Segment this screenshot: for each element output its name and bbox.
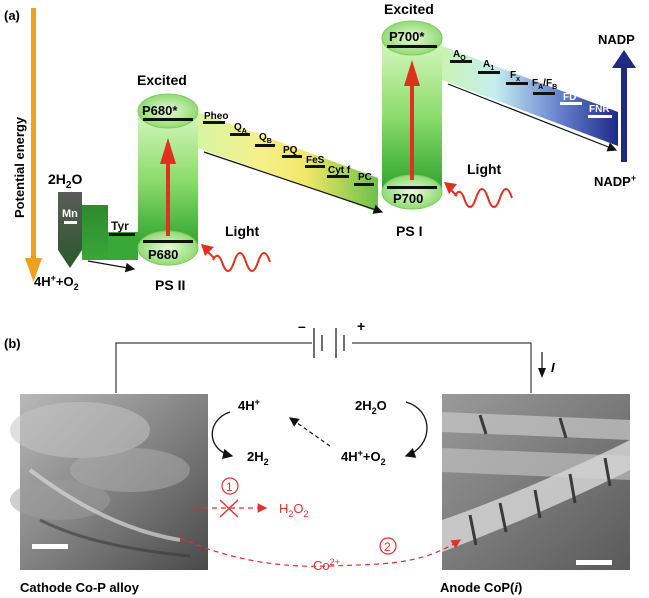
light-1-label: Light [225, 223, 260, 239]
p680-label: P680 [148, 247, 178, 262]
o2-label: 4H++O2 [341, 448, 386, 467]
current-arrow [538, 352, 546, 378]
current-label: I [551, 360, 555, 375]
fafb-label: FA/FB [532, 78, 557, 91]
psi-label: PS I [396, 223, 422, 239]
water-out-label: 4H++O2 [34, 273, 79, 292]
tyr-block: Tyr [82, 205, 138, 260]
cathode-reaction-arrow [211, 411, 234, 460]
p700-label: P700 [393, 191, 423, 206]
nadp-arrow [612, 50, 636, 162]
carriers-1: Pheo QA QB PQ FeS Cyt f PC [203, 111, 374, 186]
plus-sign: + [357, 318, 365, 334]
band-1-arrow [203, 151, 384, 214]
blocked-x-icon [219, 499, 239, 518]
panel-a-label: (a) [4, 8, 20, 23]
panel-b-label: (b) [4, 336, 21, 351]
circle-1-label: 1 [226, 480, 233, 494]
battery-icon [313, 328, 345, 358]
axis-label: Potential energy [12, 116, 27, 218]
mn-label: Mn [62, 208, 78, 220]
minus-sign: – [298, 318, 306, 334]
carriers-2: AO A1 Fx FA/FB FD FNR [450, 49, 612, 118]
circle-2-label: 2 [384, 540, 391, 554]
circuit-wire [115, 342, 532, 393]
anode-reaction-arrow [404, 401, 428, 458]
h-plus-label: 4H+ [238, 397, 260, 413]
water-label: 2H2O [355, 398, 387, 416]
circle-1-icon [221, 477, 239, 495]
water-in-label: 2H2O [48, 171, 82, 191]
light-2-label: Light [467, 161, 502, 177]
h2o2-label: H2O2 [279, 501, 309, 519]
fx-label: Fx [510, 70, 520, 83]
psii-label: PS II [155, 277, 185, 293]
potential-energy-axis [25, 8, 42, 282]
h2-label: 2H2 [247, 449, 269, 467]
fd-label: FD [563, 92, 576, 103]
circle-2-icon [379, 537, 397, 555]
fes-label: FeS [306, 155, 325, 166]
scale-bar-anode [576, 560, 612, 565]
excited-1-label: Excited [137, 72, 187, 88]
band-2-arrow [447, 83, 618, 152]
pc-label: PC [358, 172, 372, 183]
anode-sem-image [442, 394, 630, 570]
cobalt-ion-label: Co2+ [313, 557, 340, 573]
qa-label: QA [234, 122, 247, 135]
a1-label: A1 [483, 59, 494, 72]
fnr-label: FNR [589, 104, 610, 115]
mn-to-p680-arrow [87, 260, 136, 273]
cathode-sem-image [10, 394, 208, 570]
anode-caption: Anode CoP(i) [440, 580, 522, 595]
electron-transport-band-1 [198, 112, 378, 212]
p700-star-label: P700* [389, 29, 425, 44]
red-excitation-arrow-1 [160, 138, 176, 236]
proton-transfer-arrow [289, 417, 331, 447]
cathode-caption: Cathode Co-P alloy [20, 580, 140, 595]
tyr-label: Tyr [111, 219, 129, 233]
mn-block: Mn [58, 192, 82, 268]
pq-label: PQ [283, 145, 298, 156]
cobalt-pathway-arrow [179, 537, 462, 567]
ao-label: AO [453, 49, 466, 62]
nadp-plus-label: NADP+ [594, 173, 636, 189]
light-wave-2-icon [444, 182, 513, 208]
p680-star-label: P680* [142, 103, 178, 118]
red-excitation-arrow-2 [404, 60, 420, 180]
light-wave-1-icon [201, 244, 271, 272]
nadp-label: NADP [598, 32, 635, 47]
qb-label: QB [259, 132, 272, 145]
cyt-label: Cyt f [328, 165, 351, 176]
pheo-label: Pheo [204, 111, 228, 122]
scale-bar-cathode [32, 544, 68, 549]
excited-2-label: Excited [384, 1, 434, 17]
